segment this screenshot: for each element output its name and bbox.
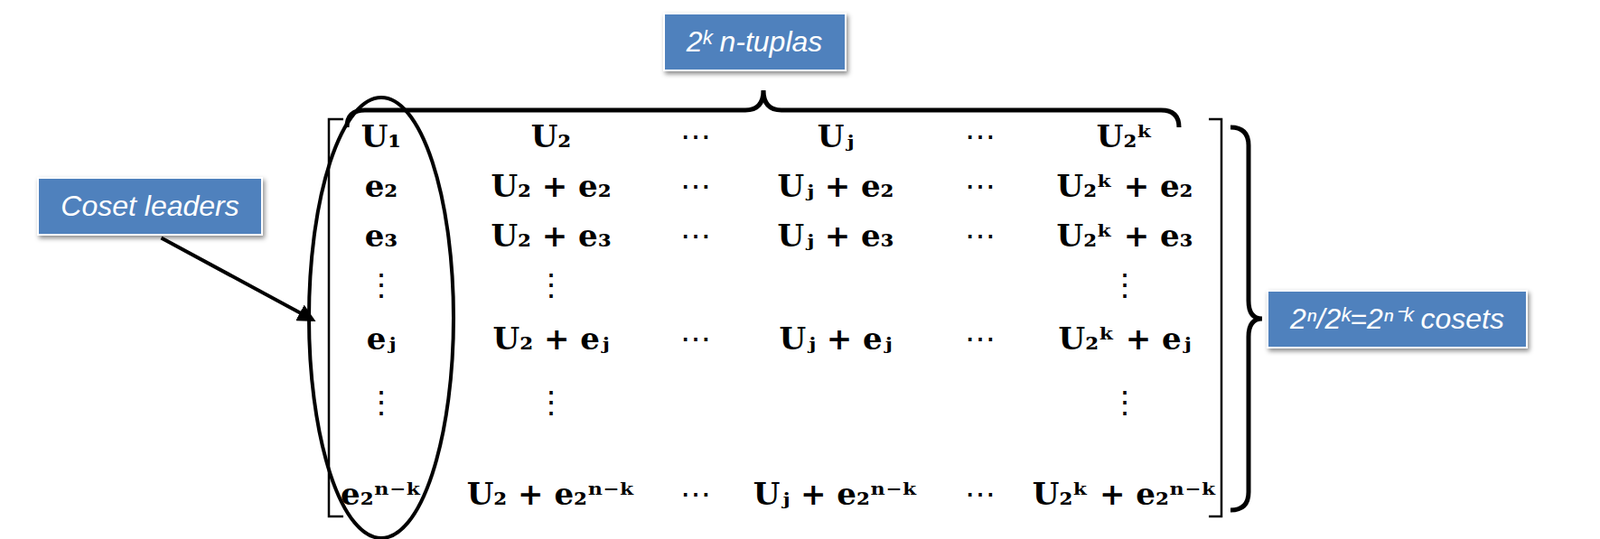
array-entry: Uⱼ + e₃	[777, 219, 895, 253]
array-entry: Uⱼ + e₂	[777, 169, 895, 204]
pointer-arrow	[161, 238, 314, 321]
leader-ellipse	[308, 97, 454, 539]
array-entry: U₂ + e₂ⁿ⁻ᵏ	[467, 477, 637, 512]
ellipsis-mark: ⋮	[1109, 268, 1141, 302]
array-entry: U₂ + eⱼ	[493, 322, 610, 356]
callout-box: Coset leaders	[37, 177, 263, 236]
ellipsis-mark: ⋮	[365, 385, 397, 420]
top-brace	[346, 90, 1179, 128]
callout-text: 2ⁿ/2ᵏ=2ⁿ⁻ᵏ cosets	[1290, 302, 1505, 337]
ellipsis-mark: ⋮	[365, 268, 397, 302]
ellipsis-mark: ⋯	[964, 322, 996, 356]
matrix-bracket-right	[1208, 119, 1222, 517]
ellipsis-mark: ⋯	[964, 219, 996, 253]
ellipsis-mark: ⋯	[964, 120, 996, 154]
callout-box: 2ⁿ/2ᵏ=2ⁿ⁻ᵏ cosets	[1266, 290, 1528, 349]
array-entry: e₂	[364, 169, 399, 204]
ellipsis-mark: ⋯	[680, 477, 712, 512]
callout-box: 2ᵏ n-tuplas	[663, 12, 847, 72]
array-entry: Uⱼ + eⱼ	[779, 322, 893, 356]
array-entry: U₂ᵏ + eⱼ	[1058, 322, 1192, 356]
array-entry: e₃	[364, 219, 399, 253]
callout-text: Coset leaders	[60, 189, 239, 224]
array-entry: Uⱼ + e₂ⁿ⁻ᵏ	[753, 477, 918, 512]
array-entry: e₂ⁿ⁻ᵏ	[340, 477, 422, 512]
ellipsis-mark: ⋯	[680, 219, 712, 253]
array-entry: U₂ + e₂	[490, 169, 611, 204]
ellipsis-mark: ⋮	[535, 268, 567, 302]
callout-text: 2ᵏ n-tuplas	[686, 25, 824, 59]
ellipsis-mark: ⋯	[680, 169, 712, 204]
array-entry: U₂	[531, 120, 572, 154]
array-entry: U₂ + e₃	[490, 219, 611, 253]
ellipsis-mark: ⋯	[680, 120, 712, 154]
array-entry: U₂ᵏ + e₂ⁿ⁻ᵏ	[1032, 477, 1217, 512]
ellipsis-mark: ⋮	[1109, 385, 1141, 420]
array-entry: U₂ᵏ + e₂	[1056, 169, 1193, 204]
ellipsis-mark: ⋯	[964, 477, 996, 512]
ellipsis-mark: ⋯	[680, 322, 712, 356]
array-entry: U₂ᵏ + e₃	[1056, 219, 1193, 253]
ellipsis-mark: ⋮	[535, 385, 567, 420]
array-entry: eⱼ	[366, 322, 396, 356]
ellipsis-mark: ⋯	[964, 169, 996, 204]
array-entry: Uⱼ	[817, 120, 854, 154]
array-entry: U₂ᵏ	[1096, 120, 1153, 154]
right-brace	[1230, 127, 1263, 511]
matrix-bracket-left	[328, 119, 344, 517]
array-entry: U₁	[361, 120, 403, 154]
